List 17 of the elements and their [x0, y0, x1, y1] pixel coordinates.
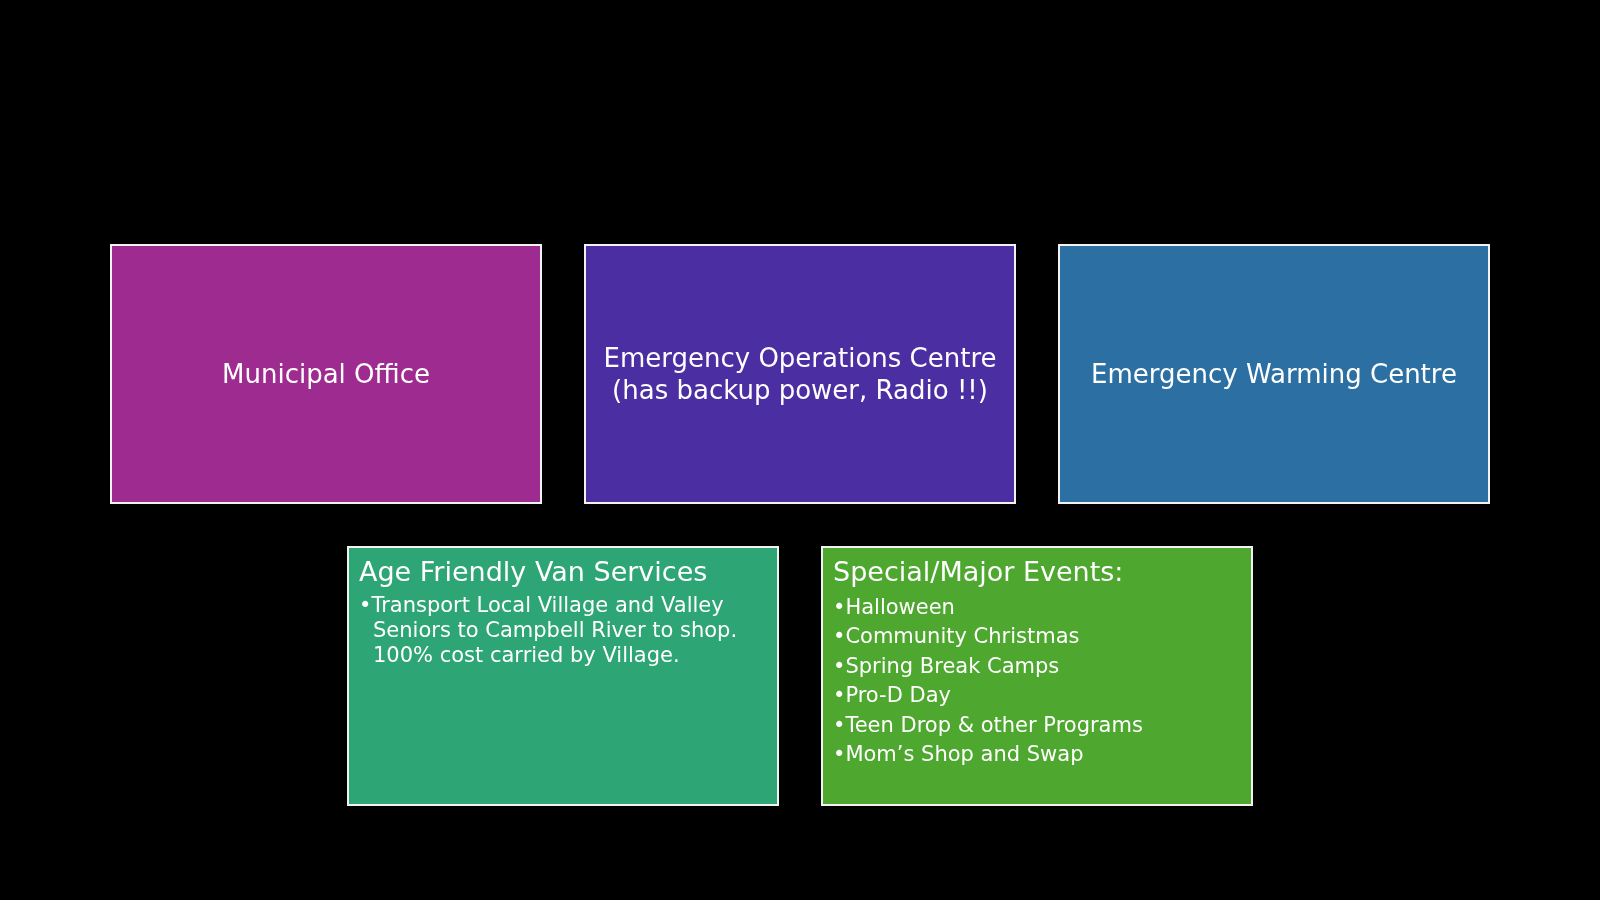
label-box — [1058, 244, 1490, 504]
content-card — [821, 546, 1253, 806]
bullet-item: •Mom’s Shop and Swap — [833, 740, 1085, 768]
card-heading: Age Friendly Van Services — [359, 556, 709, 587]
card-heading: Special/Major Events: — [833, 556, 1125, 587]
box-label: Municipal Office — [222, 357, 430, 391]
bullet-item: •Teen Drop & other Programs — [833, 711, 1144, 739]
bullet-item: •Pro-D Day — [833, 682, 952, 710]
box-label: Emergency Operations Centre (has backup power, Radio !!) — [602, 341, 998, 407]
content-card — [347, 546, 779, 806]
bullet-item: •Transport Local Village and Valley Seniors to Campbell River to shop. 100% cost carried by Village. — [359, 593, 739, 669]
label-box — [110, 244, 542, 504]
bullet-item: •Halloween — [833, 594, 956, 621]
bullet-item: •Community Christmas — [833, 623, 1081, 651]
box-label: Emergency Warming Centre — [1091, 357, 1457, 391]
label-box — [584, 244, 1016, 504]
bullet-item: •Spring Break Camps — [833, 652, 1061, 680]
